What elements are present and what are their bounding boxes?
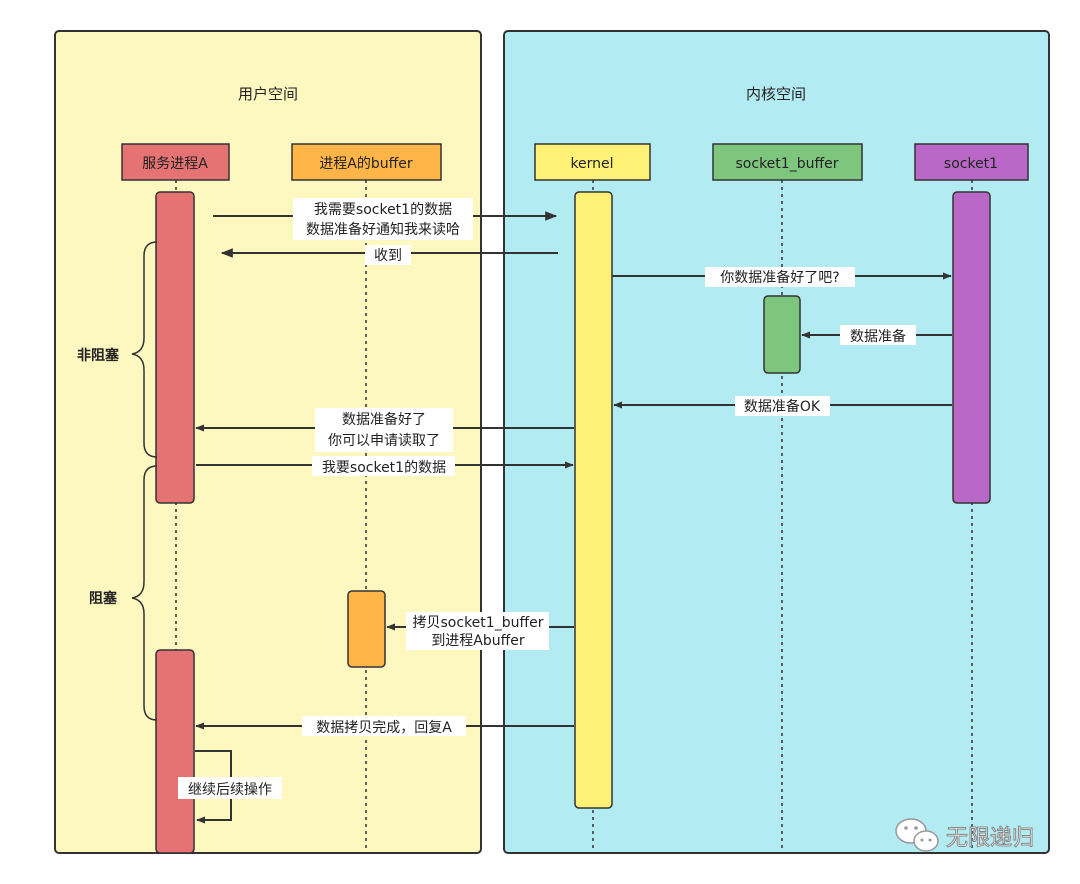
msg-done-label: 数据拷贝完成，回复A <box>316 719 452 736</box>
msg-request-label-2: 数据准备好通知我来读哈 <box>306 221 460 238</box>
msg-copy-label-1: 拷贝socket1_buffer <box>413 615 544 631</box>
kernel-space-title: 内核空间 <box>746 85 806 103</box>
kernel-space-region <box>503 30 1050 854</box>
participant-socket-buffer-label: socket1_buffer <box>736 156 839 172</box>
msg-self-label: 继续后续操作 <box>188 781 272 798</box>
msg-ready-ok-label: 数据准备OK <box>744 398 821 415</box>
participant-kernel <box>534 143 651 181</box>
msg-ack-label: 收到 <box>374 248 402 264</box>
blocking-brace <box>131 465 158 721</box>
msg-ask-ready-label: 你数据准备好了吧? <box>720 269 839 286</box>
watermark-text: 无限递归 <box>946 826 1034 851</box>
activation-buffer <box>347 590 386 668</box>
non-blocking-brace <box>131 241 158 458</box>
activation-socket <box>952 191 991 504</box>
wechat-icon <box>895 818 939 852</box>
activation-kernel <box>574 191 613 809</box>
activation-service-2 <box>155 649 195 854</box>
msg-notify-label-2: 你可以申请读取了 <box>328 432 440 449</box>
activation-service-1 <box>155 191 195 504</box>
participant-socket <box>914 143 1029 181</box>
msg-notify-label-1: 数据准备好了 <box>342 411 426 428</box>
non-blocking-label: 非阻塞 <box>77 347 120 364</box>
participant-socket-buffer <box>712 143 863 181</box>
activation-socket-buffer <box>763 295 801 374</box>
participant-buffer-label: 进程A的buffer <box>319 156 413 172</box>
participant-service-label: 服务进程A <box>142 156 208 172</box>
msg-prepare-label: 数据准备 <box>850 328 906 345</box>
participant-kernel-label: kernel <box>570 156 613 172</box>
participant-buffer <box>291 143 442 181</box>
participant-socket-label: socket1 <box>944 156 998 172</box>
participant-service <box>121 143 230 181</box>
msg-request-label-1: 我需要socket1的数据 <box>314 202 452 218</box>
msg-copy-label-2: 到进程Abuffer <box>431 633 525 649</box>
user-space-title: 用户空间 <box>238 85 298 103</box>
msg-read-label: 我要socket1的数据 <box>322 460 446 476</box>
blocking-label: 阻塞 <box>89 590 118 607</box>
